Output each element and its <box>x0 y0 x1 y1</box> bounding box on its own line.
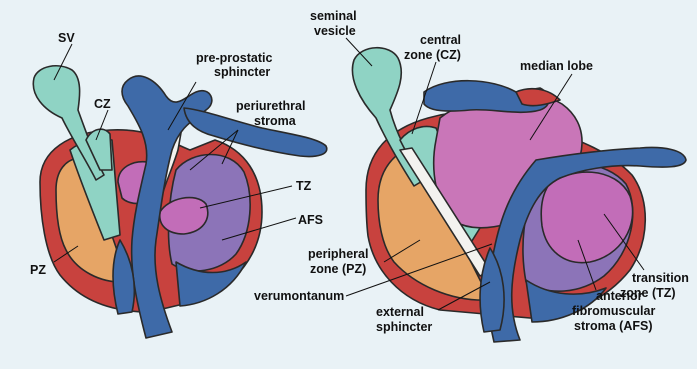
label-anterior-2: fibromuscular <box>572 304 655 318</box>
label-peripheral-1: peripheral <box>308 247 368 261</box>
label-transition-1: transition <box>632 271 689 285</box>
label-afs-left: AFS <box>298 213 323 227</box>
label-verumontanum: verumontanum <box>254 289 344 303</box>
label-central-2: zone (CZ) <box>404 48 461 62</box>
label-median-lobe: median lobe <box>520 59 593 73</box>
label-anterior-1: anterior <box>596 289 643 303</box>
label-seminal-1: seminal <box>310 9 357 23</box>
label-peripheral-2: zone (PZ) <box>310 262 366 276</box>
label-external-2: sphincter <box>376 320 432 334</box>
label-pz-left: PZ <box>30 263 46 277</box>
label-sv: SV <box>58 31 75 45</box>
label-cz-left: CZ <box>94 97 111 111</box>
label-tz-left: TZ <box>296 179 312 193</box>
label-pre-prostatic-2: sphincter <box>214 65 270 79</box>
label-periurethral-2: stroma <box>254 114 297 128</box>
label-periurethral-1: periurethral <box>236 99 305 113</box>
label-seminal-2: vesicle <box>314 24 356 38</box>
label-anterior-3: stroma (AFS) <box>574 319 652 333</box>
label-external-1: external <box>376 305 424 319</box>
label-pre-prostatic-1: pre-prostatic <box>196 51 272 65</box>
label-central-1: central <box>420 33 461 47</box>
